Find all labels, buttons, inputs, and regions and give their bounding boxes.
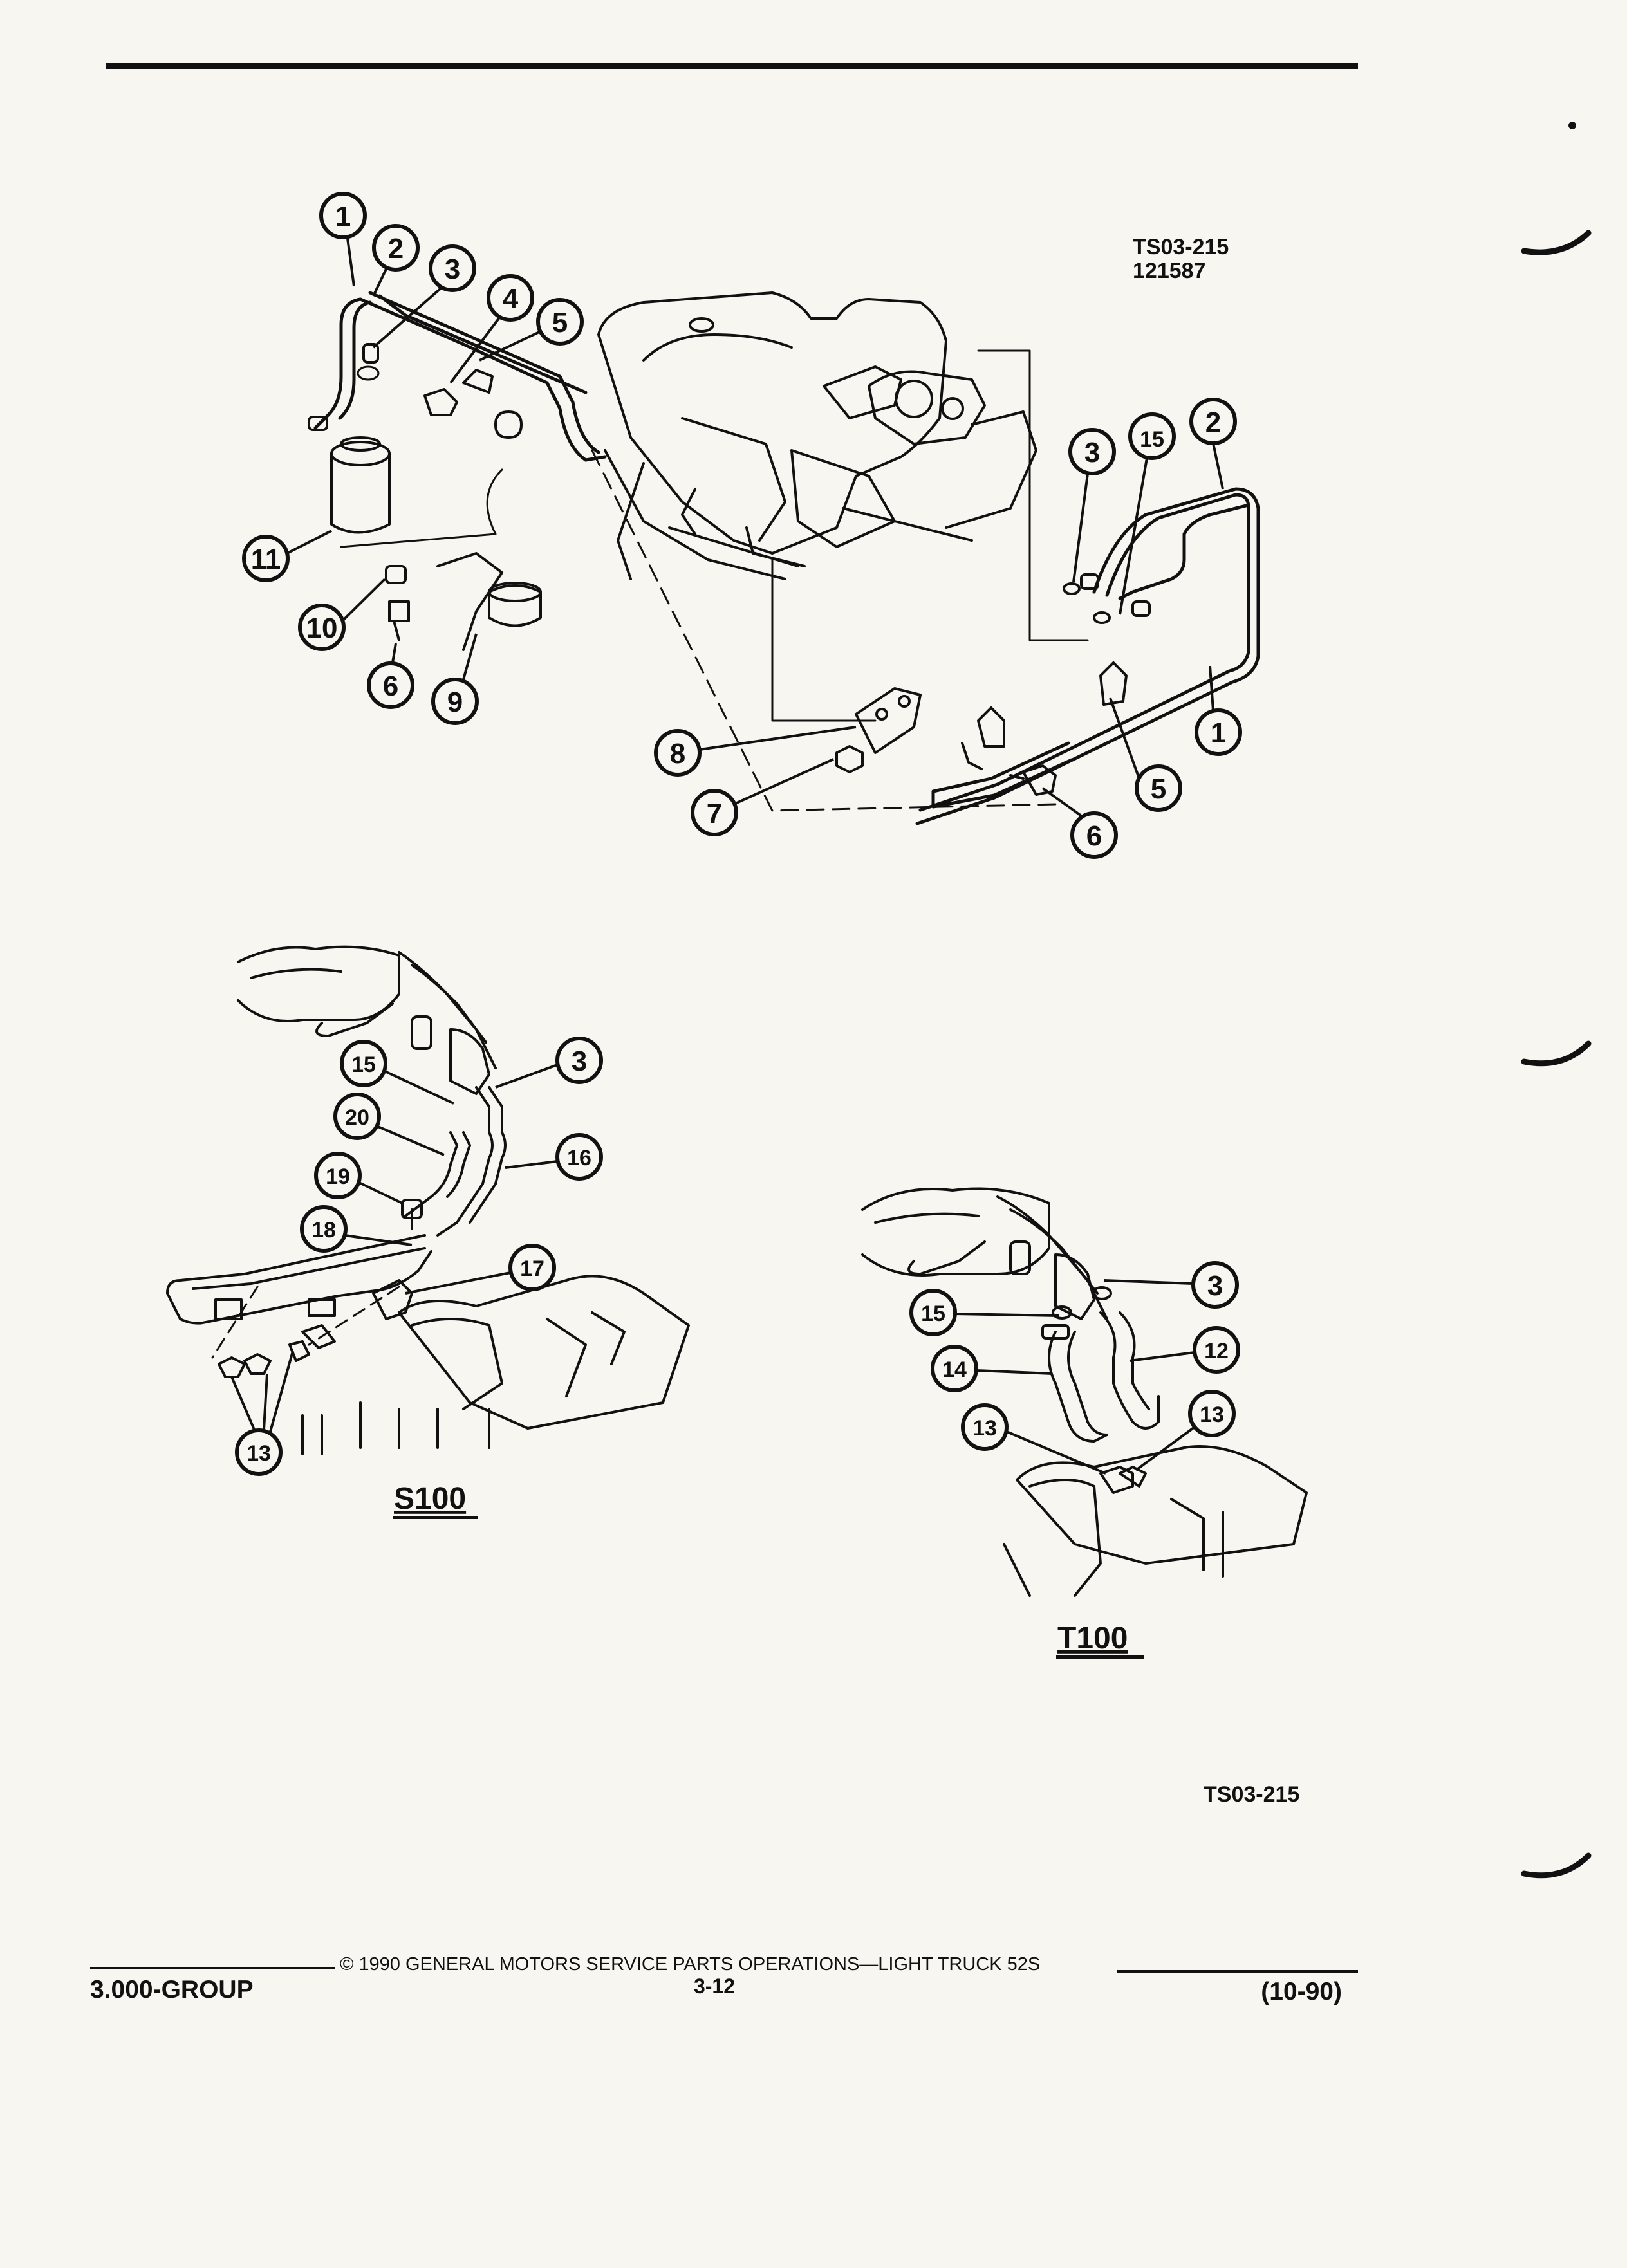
svg-text:10: 10: [306, 613, 338, 644]
callout: 12: [1129, 1326, 1240, 1374]
svg-text:20: 20: [345, 1105, 369, 1130]
callout: 5: [479, 298, 584, 362]
callouts-s100: 15 3 20 16 19 18 17: [230, 1037, 603, 1476]
footer-rule-left: [90, 1967, 335, 1969]
svg-text:13: 13: [1200, 1403, 1224, 1427]
svg-text:17: 17: [520, 1257, 544, 1281]
callout: 13: [230, 1351, 294, 1476]
callout: 17: [405, 1244, 556, 1295]
bottom-ref-code: TS03-215: [1204, 1782, 1299, 1807]
callout: 4: [449, 274, 534, 384]
s100-illustration: [166, 945, 690, 1455]
binder-marks: [1521, 230, 1592, 1879]
callout: 13: [961, 1403, 1106, 1475]
callout: 20: [333, 1093, 445, 1156]
svg-text:7: 7: [707, 798, 722, 829]
callout: 7: [691, 758, 834, 836]
callout: 5: [1109, 697, 1182, 812]
callout: 3: [372, 244, 476, 349]
t100-illustration: [861, 1187, 1308, 1597]
fuel-lines-left: [313, 291, 607, 462]
svg-text:1: 1: [335, 201, 351, 232]
callout: 15: [1119, 412, 1176, 615]
svg-text:3: 3: [1084, 437, 1100, 468]
callout: 3: [1103, 1261, 1239, 1309]
view-label-s100-underline: [393, 1516, 478, 1519]
svg-text:13: 13: [972, 1416, 997, 1441]
callout: 2: [1189, 398, 1237, 490]
svg-text:3: 3: [445, 254, 460, 285]
svg-text:18: 18: [311, 1218, 336, 1242]
speck: [1568, 122, 1576, 129]
view-label-t100-underline: [1056, 1655, 1144, 1659]
svg-text:5: 5: [552, 307, 568, 338]
callout: 3: [1068, 428, 1116, 583]
view-label-t100: T100: [1057, 1621, 1128, 1655]
callout: 6: [1041, 787, 1118, 859]
footer-copyright: © 1990 GENERAL MOTORS SERVICE PARTS OPER…: [340, 1954, 1040, 1975]
callout: 15: [340, 1040, 454, 1105]
callout: 14: [931, 1345, 1053, 1392]
svg-text:2: 2: [388, 233, 404, 264]
svg-text:16: 16: [567, 1146, 591, 1170]
callouts-main: 1 2 3 4 5 11 10: [242, 192, 1242, 859]
svg-text:12: 12: [1204, 1339, 1229, 1363]
engine-block: [597, 291, 1037, 580]
footer: © 1990 GENERAL MOTORS SERVICE PARTS OPER…: [90, 1954, 1358, 2005]
callout: 1: [319, 192, 367, 287]
callout: 11: [242, 530, 332, 582]
callout: 10: [298, 578, 386, 651]
callout: 2: [372, 224, 420, 297]
header-rule: [106, 63, 1358, 69]
footer-revision: (10-90): [1261, 1978, 1342, 2005]
callout: 15: [909, 1289, 1059, 1336]
svg-text:1: 1: [1211, 717, 1226, 749]
fuel-lines-right: [915, 487, 1260, 825]
footer-rule-right: [1117, 1970, 1358, 1973]
svg-text:6: 6: [1086, 820, 1102, 852]
callout: 6: [367, 643, 414, 709]
main-illustration: [308, 291, 1260, 825]
callout: 13: [1135, 1390, 1236, 1471]
svg-text:6: 6: [383, 670, 398, 702]
filter-bracket: [385, 552, 542, 651]
svg-text:8: 8: [670, 738, 685, 770]
svg-text:4: 4: [503, 283, 519, 315]
callout: 1: [1195, 665, 1242, 756]
svg-text:3: 3: [1207, 1270, 1223, 1302]
svg-text:14: 14: [942, 1358, 967, 1382]
fuel-filter: [330, 436, 391, 534]
callout: 16: [505, 1133, 603, 1181]
footer-page-number: 3-12: [694, 1975, 735, 1998]
svg-text:15: 15: [1140, 427, 1164, 452]
svg-text:2: 2: [1205, 407, 1221, 438]
callout: 18: [300, 1205, 413, 1253]
callout: 3: [495, 1037, 603, 1089]
view-label-s100: S100: [394, 1482, 466, 1516]
svg-text:15: 15: [351, 1053, 376, 1077]
callouts-t100: 3 15 12 14 13 13: [909, 1261, 1240, 1475]
svg-text:19: 19: [326, 1165, 350, 1189]
callout: 8: [654, 726, 857, 777]
svg-text:5: 5: [1151, 773, 1166, 805]
figure-ref-code: TS03-215: [1133, 235, 1229, 259]
svg-text:11: 11: [251, 544, 281, 575]
footer-section: 3.000-GROUP: [90, 1976, 254, 2004]
svg-text:13: 13: [246, 1441, 271, 1466]
svg-text:3: 3: [572, 1046, 587, 1077]
figure-ref-date: 121587: [1133, 259, 1205, 283]
callout: 9: [431, 633, 479, 725]
svg-text:9: 9: [447, 687, 463, 718]
svg-text:15: 15: [921, 1302, 945, 1326]
callout: 19: [314, 1152, 403, 1204]
